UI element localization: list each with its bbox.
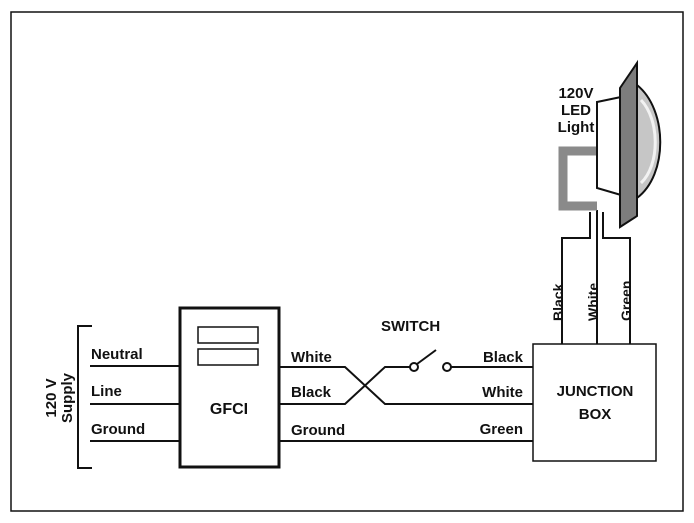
switch-contact-left: [409, 362, 419, 372]
terminal-line-label: Line: [91, 383, 122, 400]
light-label-line2: LED: [561, 102, 591, 119]
wire-right-green-label: Green: [480, 421, 523, 438]
light-cable: [558, 146, 597, 211]
switch-contact-right: [442, 362, 452, 372]
fixture-housing: [619, 59, 638, 229]
gfci-test-button: [197, 326, 259, 344]
terminal-neutral-label: Neutral: [91, 346, 143, 363]
gfci-reset-button: [197, 348, 259, 366]
switch-lever: [416, 349, 437, 365]
lead-black: [561, 212, 591, 344]
fixture-lens: [636, 82, 662, 200]
light-wire-black-label: Black: [550, 283, 566, 321]
junction-box: [532, 343, 657, 462]
junction-box-label-line2: BOX: [579, 406, 612, 423]
gfci-out-ground-label: Ground: [291, 422, 345, 439]
supply-label-line1: 120 V: [43, 378, 60, 417]
gfci-label: GFCI: [210, 401, 248, 418]
supply-bracket: [77, 325, 92, 469]
supply-label-line2: Supply: [59, 372, 76, 423]
wire-right-black-label: Black: [483, 349, 524, 366]
light-label-line3: Light: [558, 119, 595, 136]
light-wire-green-label: Green: [618, 281, 634, 321]
switch-label: SWITCH: [381, 318, 440, 335]
wire-right-white-label: White: [482, 384, 523, 401]
fixture-bracket: [596, 95, 622, 197]
wire-black-to-switch: [279, 366, 410, 405]
terminal-ground-label: Ground: [91, 421, 145, 438]
lead-green: [602, 212, 631, 344]
light-label-line1: 120V: [558, 85, 593, 102]
gfci-out-black-label: Black: [291, 384, 332, 401]
fixture-lens-highlight: [639, 98, 657, 185]
light-wire-white-label: White: [585, 283, 601, 321]
junction-box-label-line1: JUNCTION: [557, 383, 634, 400]
gfci-out-white-label: White: [291, 349, 332, 366]
